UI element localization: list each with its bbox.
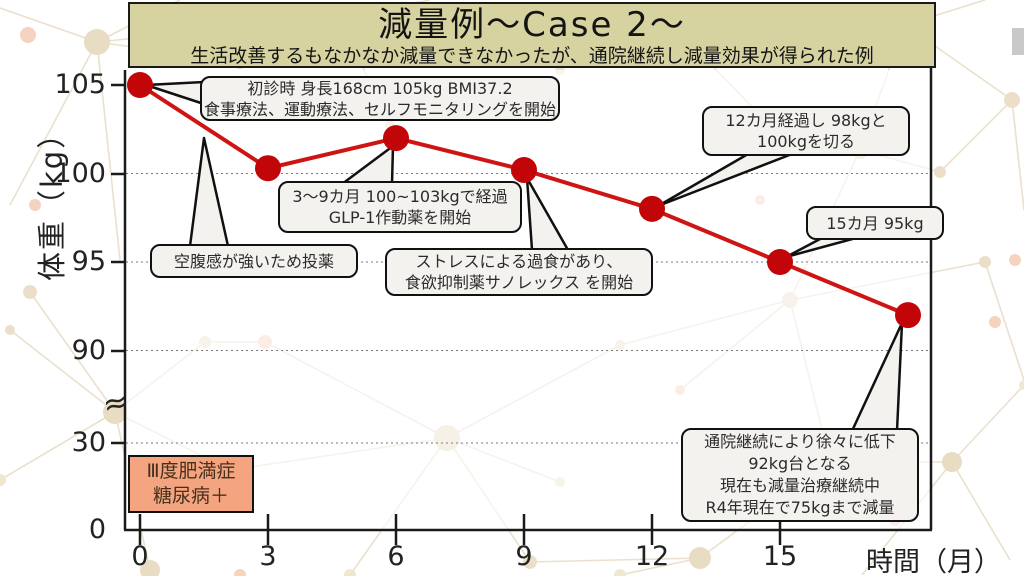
callout-line: ストレスによる過食があり、 — [415, 252, 623, 271]
diagnosis-box: Ⅲ度肥満症 糖尿病＋ — [128, 455, 254, 513]
y-tick-100: 100 — [54, 158, 106, 189]
x-tick-9: 9 — [515, 541, 533, 572]
y-tick-30: 30 — [71, 427, 106, 458]
plot-frame — [123, 68, 933, 532]
weight-series — [127, 72, 921, 329]
y-tick-95: 95 — [71, 246, 106, 277]
callout-15-months: 15カ月 95kg — [806, 206, 944, 240]
y-tick-marks — [111, 83, 126, 445]
callout-line: 現在も減量治療継続中 — [719, 476, 880, 495]
y-tick-105: 105 — [54, 69, 106, 100]
diagnosis-line: 糖尿病＋ — [152, 485, 229, 507]
callout-line: 100kgを切る — [757, 132, 855, 151]
x-tick-15: 15 — [762, 541, 798, 572]
callout-line: GLP-1作動薬を開始 — [328, 208, 472, 227]
callout-line: 12カ月経過し 98kgと — [725, 111, 887, 130]
slide-title: 減量例～Case 2～ — [378, 5, 686, 45]
callout-line: 食事療法、運動療法、セルフモニタリングを開始 — [203, 99, 556, 119]
callout-12-months: 12カ月経過し 98kgと 100kgを切る — [702, 106, 910, 156]
callout-line: 初診時 身長168cm 105kg BMI37.2 — [247, 78, 513, 98]
callout-line: 通院継続により徐々に低下 — [704, 432, 896, 451]
y-tick-0: 0 — [88, 514, 106, 545]
x-tick-12: 12 — [634, 541, 670, 572]
diagnosis-line: Ⅲ度肥満症 — [146, 460, 236, 482]
callout-glp1: 3～9カ月 100~103kgで経過 GLP-1作動薬を開始 — [278, 181, 522, 233]
x-tick-0: 0 — [131, 541, 149, 572]
x-axis-title: 時間（月） — [866, 547, 1001, 578]
callout-initial-visit: 初診時 身長168cm 105kg BMI37.2 食事療法、運動療法、セルフモ… — [200, 76, 560, 121]
callout-line: 食欲抑制薬サノレックス を開始 — [404, 273, 634, 292]
y-axis-title: 体重（kg） — [35, 117, 69, 281]
callout-line: 3～9カ月 100~103kgで経過 — [292, 187, 508, 206]
callout-line: 92kg台となる — [748, 454, 852, 473]
slide-subtitle: 生活改善するもなかなか減量できなかったが、通院継続し減量効果が得られた例 — [190, 45, 874, 67]
callout-stress: ストレスによる過食があり、 食欲抑制薬サノレックス を開始 — [385, 248, 653, 296]
x-tick-6: 6 — [387, 541, 405, 572]
title-box: 減量例～Case 2～ 生活改善するもなかなか減量できなかったが、通院継続し減量… — [128, 2, 936, 68]
callout-hunger: 空腹感が強いため投薬 — [150, 244, 358, 278]
callout-continue: 通院継続により徐々に低下 92kg台となる 現在も減量治療継続中 R4年現在で7… — [681, 428, 919, 522]
y-tick-90: 90 — [71, 335, 106, 366]
x-tick-marks — [138, 514, 782, 545]
screen-edge-artifact — [1012, 28, 1024, 55]
callout-line: R4年現在で75kgまで減量 — [705, 498, 895, 517]
x-tick-3: 3 — [259, 541, 277, 572]
callout-line: 15カ月 95kg — [826, 213, 924, 233]
callout-line: 空腹感が強いため投薬 — [173, 251, 334, 271]
